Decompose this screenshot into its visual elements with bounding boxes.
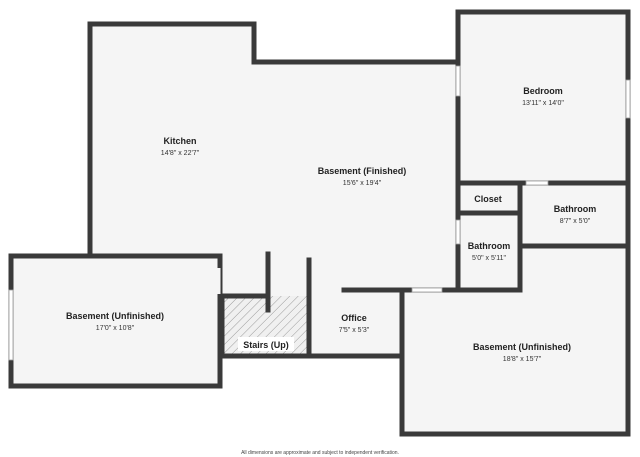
bedroom-label: Bedroom 13'11" x 14'0"	[522, 86, 564, 107]
svg-text:Basement (Unfinished): Basement (Unfinished)	[66, 311, 164, 321]
svg-text:14'8" x 22'7": 14'8" x 22'7"	[161, 150, 200, 157]
svg-text:8'7" x 5'0": 8'7" x 5'0"	[560, 218, 591, 225]
svg-text:Kitchen: Kitchen	[163, 136, 196, 146]
basement-unfinished-right-label: Basement (Unfinished) 18'8" x 15'7"	[473, 342, 571, 363]
basement-unfinished-left-label: Basement (Unfinished) 17'0" x 10'8"	[66, 311, 164, 332]
svg-text:Bedroom: Bedroom	[523, 86, 563, 96]
closet-label: Closet	[474, 194, 502, 204]
stairs-label: Stairs (Up)	[238, 337, 294, 351]
svg-text:17'0" x 10'8": 17'0" x 10'8"	[96, 325, 135, 332]
svg-text:13'11" x 14'0": 13'11" x 14'0"	[522, 100, 564, 107]
svg-text:Basement (Finished): Basement (Finished)	[318, 166, 407, 176]
svg-text:Bathroom: Bathroom	[554, 204, 597, 214]
svg-text:18'8" x 15'7": 18'8" x 15'7"	[503, 356, 542, 363]
basement-finished-label: Basement (Finished) 15'6" x 19'4"	[318, 166, 407, 187]
svg-text:Office: Office	[341, 313, 367, 323]
bathroom-right-label: Bathroom 8'7" x 5'0"	[554, 204, 597, 225]
svg-text:5'0" x 5'11": 5'0" x 5'11"	[472, 255, 506, 262]
svg-text:Bathroom: Bathroom	[468, 241, 511, 251]
svg-text:Stairs (Up): Stairs (Up)	[243, 340, 289, 350]
svg-text:15'6" x 19'4": 15'6" x 19'4"	[343, 180, 382, 187]
svg-text:7'5" x 5'3": 7'5" x 5'3"	[339, 327, 370, 334]
openings	[8, 65, 631, 361]
bathroom-center-label: Bathroom 5'0" x 5'11"	[468, 241, 511, 262]
kitchen-label: Kitchen 14'8" x 22'7"	[161, 136, 200, 157]
walls	[8, 9, 631, 437]
svg-text:Basement (Unfinished): Basement (Unfinished)	[473, 342, 571, 352]
floor-areas	[11, 12, 628, 434]
footnote: All dimensions are approximate and subje…	[241, 450, 399, 456]
office-label: Office 7'5" x 5'3"	[339, 313, 370, 334]
room-labels: Kitchen 14'8" x 22'7" Basement (Finished…	[66, 86, 596, 363]
svg-text:Closet: Closet	[474, 194, 502, 204]
